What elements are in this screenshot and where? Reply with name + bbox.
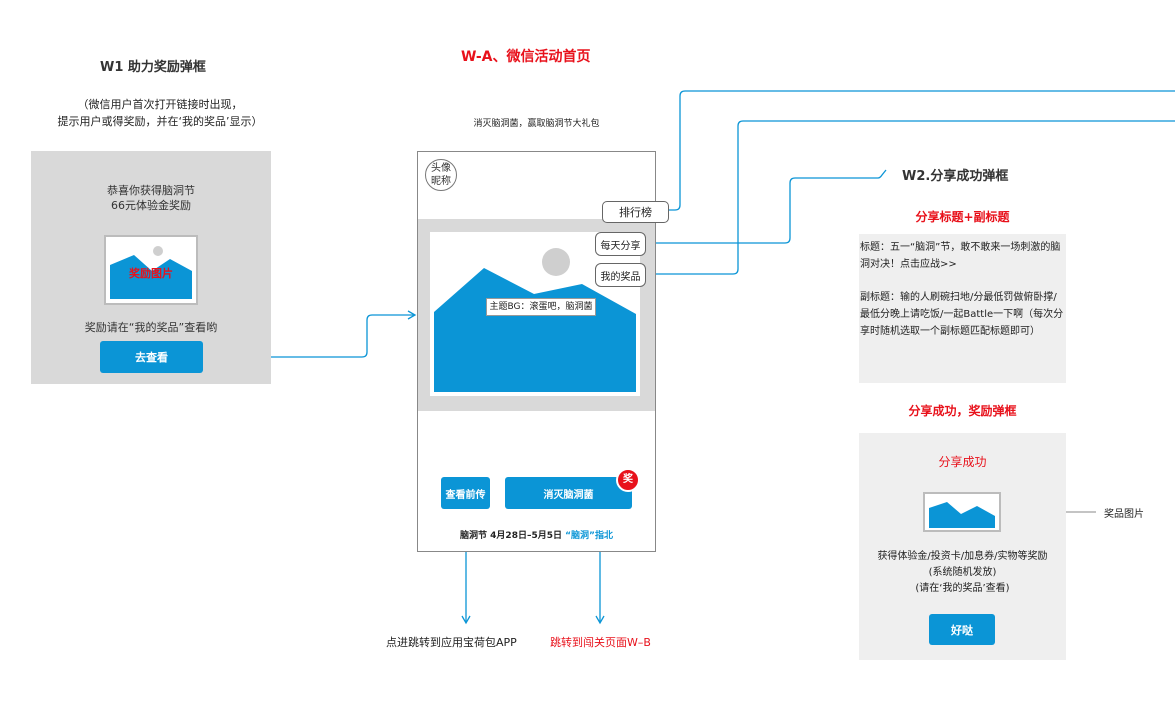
reward-line-3: (请在‘我的奖品’查看) bbox=[915, 583, 1010, 594]
wa-phone-frame: 头像 昵称 主题BG：滚蛋吧，脑洞菌 排行榜 每天分享 我的奖品 查看前传 消灭… bbox=[417, 151, 669, 552]
prequel-annotation: 点进跳转到应用宝荷包APP bbox=[386, 636, 517, 649]
w2-success-popup: 分享成功 获得体验金/投资卡/加息券/实物等奖励 (系统随机发放) (请在‘我的… bbox=[859, 433, 1066, 660]
w2-title: W2.分享成功弹框 bbox=[902, 169, 1009, 184]
wa-subtitle: 消灭脑洞菌，赢取脑洞节大礼包 bbox=[473, 119, 600, 129]
wa-avatar[interactable]: 头像 昵称 bbox=[425, 159, 457, 191]
guide-link[interactable]: “脑洞”指北 bbox=[565, 531, 613, 541]
w1-title: W1 助力奖励弹框 bbox=[100, 60, 206, 75]
ranking-connector bbox=[667, 90, 1175, 211]
daily-share-connector bbox=[645, 169, 887, 244]
w2-share-subtitle: 副标题：输的人刷碗扫地/分最低罚做俯卧撑/最低分晚上请吃饭/一起Battle一下… bbox=[860, 292, 1064, 337]
w1-view-button[interactable]: 去查看 bbox=[100, 341, 203, 373]
w1-popup-line-2: 66元体验金奖励 bbox=[111, 199, 191, 212]
w1-popup-line-1: 恭喜你获得脑洞节 bbox=[107, 184, 195, 197]
w1-popup-message: 恭喜你获得脑洞节 66元体验金奖励 bbox=[31, 183, 271, 213]
image-placeholder-icon bbox=[110, 246, 192, 299]
avatar-label: 头像 bbox=[431, 163, 451, 174]
wa-title: W-A、微信活动首页 bbox=[461, 49, 591, 65]
daily-share-button[interactable]: 每天分享 bbox=[595, 232, 646, 256]
wa-theme-label: 主题BG：滚蛋吧，脑洞菌 bbox=[486, 298, 596, 316]
nickname-label: 昵称 bbox=[431, 176, 451, 187]
w2-prize-image bbox=[923, 492, 1001, 532]
ranking-button[interactable]: 排行榜 bbox=[602, 201, 669, 223]
my-prizes-button[interactable]: 我的奖品 bbox=[595, 263, 646, 287]
w2-popup-title: 分享成功 bbox=[938, 455, 987, 469]
w1-hint: 奖励请在“我的奖品”查看哟 bbox=[84, 321, 218, 334]
w1-reward-image: 奖励图片 bbox=[104, 235, 198, 305]
destroy-annotation: 跳转到闯关页面W–B bbox=[550, 636, 651, 649]
w1-desc-line-1: （微信用户首次打开链接时出现， bbox=[77, 98, 243, 111]
w2-ok-button[interactable]: 好哒 bbox=[929, 614, 995, 645]
w2-success-heading: 分享成功，奖励弹框 bbox=[908, 404, 1017, 418]
wa-banner: 主题BG：滚蛋吧，脑洞菌 bbox=[418, 219, 655, 411]
w2-image-annotation: 奖品图片 bbox=[1104, 509, 1144, 520]
festival-dates: 脑洞节 4月28日–5月5日 bbox=[460, 531, 562, 541]
w1-popup: 恭喜你获得脑洞节 66元体验金奖励 奖励图片 奖励请在“我的奖品”查看哟 去查看 bbox=[31, 151, 271, 384]
w1-image-label: 奖励图片 bbox=[129, 267, 173, 280]
destroy-button[interactable]: 消灭脑洞菌 bbox=[505, 477, 632, 509]
w2-reward-text: 获得体验金/投资卡/加息券/实物等奖励 (系统随机发放) (请在‘我的奖品’查看… bbox=[859, 549, 1066, 597]
reward-line-1: 获得体验金/投资卡/加息券/实物等奖励 bbox=[877, 551, 1048, 562]
w2-share-heading: 分享标题+副标题 bbox=[915, 210, 1010, 224]
w1-desc-line-2: 提示用户或得奖励，并在‘我的奖品’显示） bbox=[57, 115, 263, 128]
w2-share-title: 标题：五一“脑洞”节，敢不敢来一场刺激的脑洞对决！点击应战>> bbox=[860, 242, 1061, 270]
prize-image-icon bbox=[929, 502, 995, 528]
wa-theme-bg: 主题BG：滚蛋吧，脑洞菌 bbox=[430, 232, 640, 396]
prequel-button[interactable]: 查看前传 bbox=[441, 477, 490, 509]
reward-line-2: (系统随机发放) bbox=[928, 567, 997, 578]
reward-badge: 奖 bbox=[616, 468, 640, 492]
wa-date-line: 脑洞节 4月28日–5月5日 “脑洞”指北 bbox=[418, 528, 655, 541]
w1-description: （微信用户首次打开链接时出现， 提示用户或得奖励，并在‘我的奖品’显示） bbox=[40, 96, 280, 130]
w2-share-text-panel: 标题：五一“脑洞”节，敢不敢来一场刺激的脑洞对决！点击应战>> 副标题：输的人刷… bbox=[859, 234, 1066, 383]
